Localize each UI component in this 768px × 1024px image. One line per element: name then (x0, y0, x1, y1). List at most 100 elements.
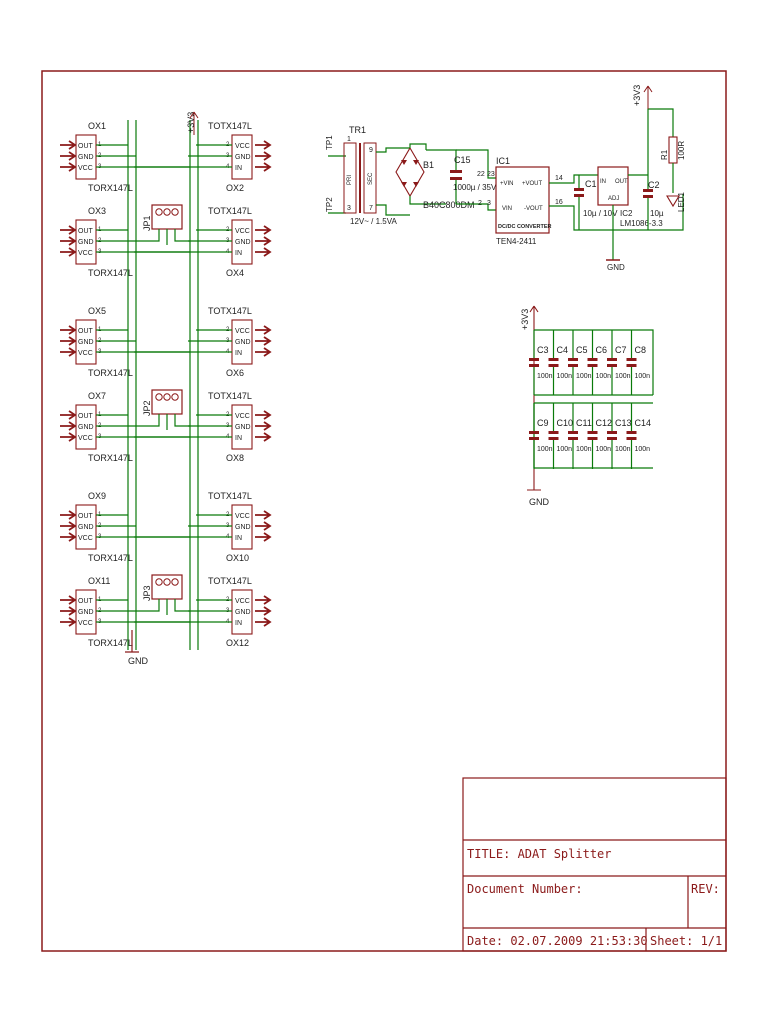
ic1-ref: IC1 (496, 156, 510, 166)
optical-output-arrow-icon (255, 236, 272, 246)
receiver-pin-gnd: GND (78, 154, 94, 161)
transmitter-pin-gnd: GND (235, 424, 251, 431)
tr1-pin9: 9 (369, 147, 373, 154)
receiver-value: TORX147L (88, 553, 133, 563)
transmitter-pin-in: IN (235, 435, 242, 442)
title-block: TITLE: ADAT Splitter Document Number: RE… (462, 777, 727, 952)
receiver-ref: OX1 (88, 121, 106, 131)
jumper-jp1: JP1 (136, 204, 190, 245)
tp2-label: TP2 (325, 197, 334, 212)
jumper-ref: JP3 (142, 585, 152, 601)
transmitter-pin-in: IN (235, 250, 242, 257)
capacitor-ref: C12 (596, 418, 613, 428)
c1-plate-bottom (574, 194, 584, 197)
tr1-ref: TR1 (349, 125, 366, 135)
transmitter-ref: OX6 (226, 368, 244, 378)
transmitter-pin-gnd: GND (235, 524, 251, 531)
receiver-value: TORX147L (88, 368, 133, 378)
led1-icon (666, 195, 680, 208)
date-label: Date: 02.07.2009 21:53:30 (467, 934, 648, 948)
optical-input-arrow-icon (60, 617, 77, 627)
capacitor-value: 100n (635, 446, 651, 453)
optical-input-arrow-icon (60, 595, 77, 605)
transmitter-ref: OX2 (226, 183, 244, 193)
optical-output-arrow-icon (255, 532, 272, 542)
capacitor-ref: C7 (615, 345, 627, 355)
c1-value: 10µ / 10V (583, 209, 618, 218)
decoupling-capacitors: +3V3 GND C3100nC4100nC5100nC6100nC7100nC… (520, 305, 654, 507)
capacitor-c7: C7 100n (607, 330, 631, 395)
transmitter-pin-vcc: VCC (235, 143, 250, 150)
receiver-pin-gnd: GND (78, 424, 94, 431)
transmitter-pin-gnd: GND (235, 239, 251, 246)
receiver-pin-out: OUT (78, 513, 94, 520)
gnd-label: GND (128, 656, 149, 666)
receiver-pin-vcc: VCC (78, 165, 93, 172)
optical-input-arrow-icon (60, 532, 77, 542)
receiver-pin-vcc: VCC (78, 535, 93, 542)
c1-plate-top (574, 188, 584, 191)
optical-input-arrow-icon (60, 247, 77, 257)
capacitor-ref: C3 (537, 345, 549, 355)
transmitter-pin-gnd: GND (235, 154, 251, 161)
bridge-rectifier: B1 B40C800DM (395, 143, 475, 210)
capacitor-ref: C8 (635, 345, 647, 355)
ic1-pin-vin-minus: VIN (502, 206, 512, 212)
capacitor-value: 100n (596, 446, 612, 453)
transmitter-value: TOTX147L (208, 121, 252, 131)
tr1-primary (343, 142, 357, 214)
optical-output-arrow-icon (255, 325, 272, 335)
optical-output-arrow-icon (255, 140, 272, 150)
receiver-pin-vcc: VCC (78, 435, 93, 442)
transmitter-value: TOTX147L (208, 491, 252, 501)
c15-plate-bottom (450, 177, 462, 180)
receiver-pin-vcc: VCC (78, 620, 93, 627)
ic1-pin-vin-plus: +VIN (500, 181, 514, 187)
tr1-pin7: 7 (369, 205, 373, 212)
ic1-pin-vout-minus: -VOUT (524, 206, 543, 212)
optical-input-arrow-icon (60, 410, 77, 420)
optical-output-arrow-icon (255, 510, 272, 520)
receiver-ref: OX11 (88, 576, 110, 586)
jumper-jp3: JP3 (136, 574, 190, 615)
gnd-symbol-icon (125, 630, 139, 653)
c15-value: 1000µ / 35V (453, 183, 497, 192)
decoupling-3v3-label: +3V3 (520, 309, 530, 330)
capacitor-value: 100n (576, 373, 592, 380)
capacitor-c12: C12 100n (587, 403, 613, 469)
c2-ref: C2 (648, 180, 660, 190)
transmitter-value: TOTX147L (208, 391, 252, 401)
capacitor-ref: C11 (576, 418, 592, 428)
ic2-ref: IC2 (620, 209, 633, 218)
receiver-pin-gnd: GND (78, 239, 94, 246)
capacitor-value: 100n (557, 373, 573, 380)
ic1-pin3: 3 (487, 200, 491, 207)
ic1-pin16: 16 (555, 199, 563, 206)
receiver-value: TORX147L (88, 638, 133, 648)
transmitter-pin-vcc: VCC (235, 413, 250, 420)
capacitor-ref: C5 (576, 345, 588, 355)
optical-output-arrow-icon (255, 347, 272, 357)
optical-input-arrow-icon (60, 236, 77, 246)
optical-input-arrow-icon (60, 606, 77, 616)
capacitor-value: 100n (635, 373, 651, 380)
transmitter-pin-in: IN (235, 620, 242, 627)
r1-body (668, 136, 678, 164)
receiver-value: TORX147L (88, 453, 133, 463)
transmitter-ref: OX8 (226, 453, 244, 463)
receiver-pin-out: OUT (78, 143, 94, 150)
supply-3v3-label: +3V3 (186, 112, 196, 133)
receiver-ref: OX9 (88, 491, 106, 501)
capacitor-value: 100n (537, 446, 553, 453)
c2-plate-top (643, 189, 653, 192)
capacitor-ref: C13 (615, 418, 632, 428)
capacitor-value: 100n (615, 373, 631, 380)
b1-value: B40C800DM (423, 200, 475, 210)
